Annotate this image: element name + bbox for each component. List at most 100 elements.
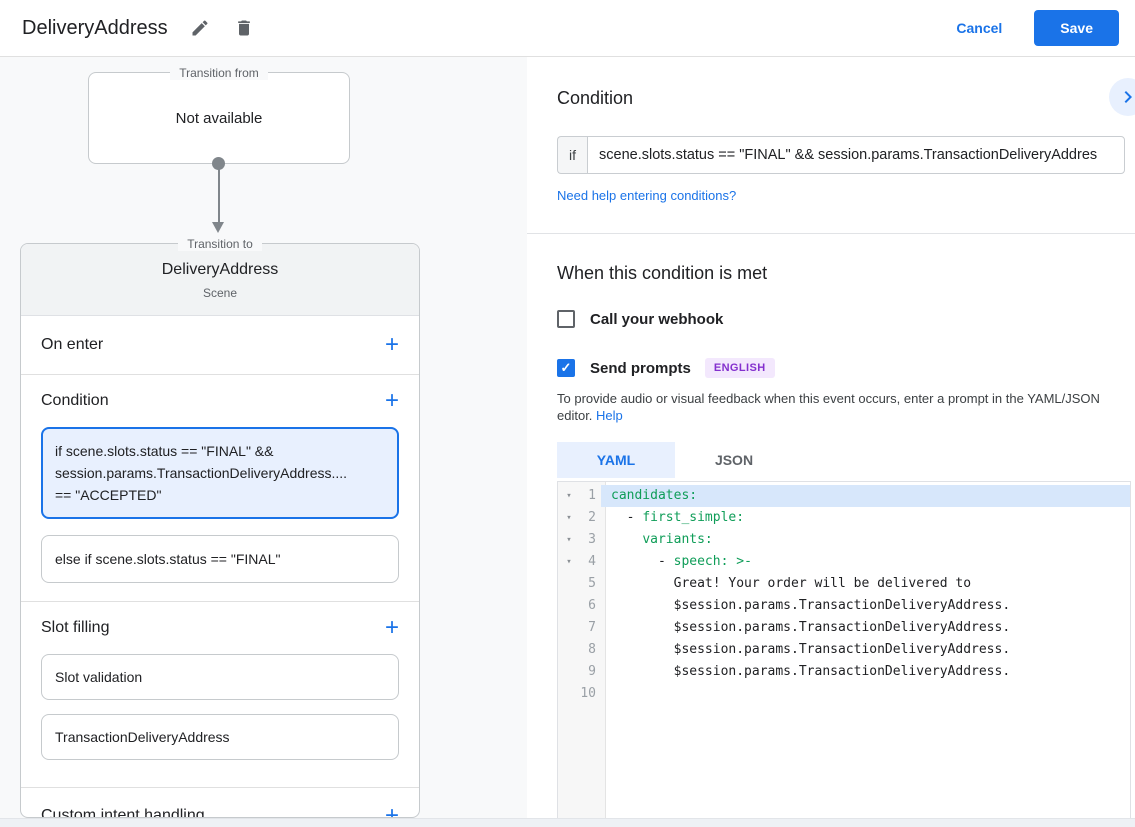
scene-name: DeliveryAddress [161, 261, 279, 278]
when-condition-title: When this condition is met [557, 263, 768, 283]
add-on-enter-button[interactable]: + [385, 333, 399, 357]
add-slot-button[interactable]: + [385, 616, 399, 640]
code-text: $session.params.TransactionDeliveryAddre… [611, 598, 1011, 613]
code-text: - speech: >- [611, 554, 752, 569]
fold-spacer [558, 661, 580, 683]
transition-from-value: Not available [175, 109, 263, 127]
line-number: 7 [588, 620, 596, 635]
delete-scene-button[interactable] [232, 16, 256, 40]
top-bar: DeliveryAddress Cancel Save [0, 0, 1135, 57]
fold-arrow-icon[interactable]: ▾ [566, 513, 572, 523]
scene-card-header: DeliveryAddress Scene [21, 244, 419, 316]
code-text: $session.params.TransactionDeliveryAddre… [611, 620, 1011, 635]
section-custom-intent: Custom intent handling + [21, 788, 419, 818]
code-line: ▾ 1 candidates: [558, 485, 1130, 507]
prompt-help-link[interactable]: Help [596, 408, 623, 423]
slot-filling-label: Slot filling [41, 619, 110, 636]
code-line: 8 $session.params.TransactionDeliveryAdd… [558, 639, 1130, 661]
custom-intent-label: Custom intent handling [41, 807, 205, 818]
check-icon: ✓ [560, 360, 572, 375]
transition-from-label: Transition from [88, 66, 350, 80]
condition-expression-row: if scene.slots.status == "FINAL" && sess… [557, 136, 1125, 174]
condition-label: Condition [41, 392, 109, 409]
plus-icon: + [384, 387, 399, 414]
bottom-scroll-strip [0, 818, 1135, 827]
fold-spacer [558, 595, 580, 617]
section-condition: Condition + if scene.slots.status == "FI… [21, 375, 419, 602]
add-condition-button[interactable]: + [385, 389, 399, 413]
slot-card[interactable]: TransactionDeliveryAddress [41, 714, 399, 760]
code-text: variants: [642, 532, 713, 547]
edit-scene-button[interactable] [188, 16, 212, 40]
tab-yaml[interactable]: YAML [557, 442, 675, 478]
code-line: 6 $session.params.TransactionDeliveryAdd… [558, 595, 1130, 617]
code-text: Great! Your order will be delivered to [611, 576, 972, 591]
condition-help-link[interactable]: Need help entering conditions? [557, 188, 737, 203]
condition-detail-panel: Condition if scene.slots.status == "FINA… [527, 57, 1135, 827]
collapse-panel-button[interactable] [1109, 78, 1135, 116]
add-custom-intent-button[interactable]: + [385, 804, 399, 818]
language-badge: ENGLISH [704, 358, 775, 378]
plus-icon: + [384, 614, 399, 641]
scene-flow-panel: Transition from Not available Transition… [0, 57, 527, 827]
code-line-list: ▾ 1 candidates: ▾ 2 - first_simple: ▾ 3 varian… [558, 482, 1130, 705]
code-text [601, 683, 1130, 705]
slot-card[interactable]: Slot validation [41, 654, 399, 700]
line-number: 10 [580, 686, 596, 701]
code-line: ▾ 3 variants: [558, 529, 1130, 551]
connector-dot [212, 157, 225, 170]
plus-icon: + [384, 331, 399, 358]
code-text: candidates: [601, 485, 1130, 507]
fold-spacer [558, 573, 580, 595]
fold-spacer [558, 683, 580, 705]
code-text: - first_simple: [611, 510, 745, 525]
line-number: 5 [588, 576, 596, 591]
scene-type: Scene [202, 286, 238, 300]
line-number: 6 [588, 598, 596, 613]
code-line: 5 Great! Your order will be delivered to [558, 573, 1130, 595]
line-number: 3 [588, 532, 596, 547]
editor-gutter [558, 482, 606, 827]
code-text: $session.params.TransactionDeliveryAddre… [611, 664, 1011, 679]
webhook-checkbox[interactable] [557, 310, 575, 328]
transition-to-label: Transition to [20, 237, 420, 251]
fold-arrow-icon[interactable]: ▾ [566, 557, 572, 567]
if-prefix: if [557, 136, 587, 174]
condition-panel-title: Condition [557, 88, 634, 108]
code-line: 10 [558, 683, 1130, 705]
code-line: 7 $session.params.TransactionDeliveryAdd… [558, 617, 1130, 639]
condition-card[interactable]: else if scene.slots.status == "FINAL" [41, 535, 399, 583]
line-number: 1 [588, 488, 596, 503]
yaml-code-editor[interactable]: ▾ 1 candidates: ▾ 2 - first_simple: ▾ 3 varian… [557, 481, 1131, 827]
plus-icon: + [384, 802, 399, 818]
chevron-right-icon [1116, 85, 1135, 109]
transition-from-box[interactable]: Not available [88, 72, 350, 164]
section-divider [527, 233, 1135, 234]
scene-card: DeliveryAddress Scene On enter + Conditi… [20, 243, 420, 818]
pencil-icon [190, 18, 210, 38]
save-button[interactable]: Save [1034, 10, 1119, 46]
line-number: 2 [588, 510, 596, 525]
fold-arrow-icon[interactable]: ▾ [566, 535, 572, 545]
condition-expression-input[interactable]: scene.slots.status == "FINAL" && session… [587, 136, 1125, 174]
code-text: $session.params.TransactionDeliveryAddre… [611, 642, 1011, 657]
tab-json[interactable]: JSON [675, 442, 793, 478]
line-number: 9 [588, 664, 596, 679]
prompt-hint-text: To provide audio or visual feedback when… [557, 391, 1100, 423]
line-number: 8 [588, 642, 596, 657]
condition-card[interactable]: if scene.slots.status == "FINAL" && sess… [41, 427, 399, 519]
cancel-button[interactable]: Cancel [956, 20, 1003, 36]
fold-spacer [558, 639, 580, 661]
fold-spacer [558, 617, 580, 639]
condition-card-list: if scene.slots.status == "FINAL" && sess… [21, 427, 419, 583]
fold-arrow-icon[interactable]: ▾ [566, 491, 572, 501]
send-prompts-row: ✓ Send prompts ENGLISH [557, 358, 1125, 378]
on-enter-label: On enter [41, 336, 104, 353]
connector-line [217, 165, 220, 223]
send-prompts-checkbox[interactable]: ✓ [557, 359, 575, 377]
main-area: Transition from Not available Transition… [0, 57, 1135, 827]
code-line: ▾4 - speech: >- [558, 551, 1130, 573]
